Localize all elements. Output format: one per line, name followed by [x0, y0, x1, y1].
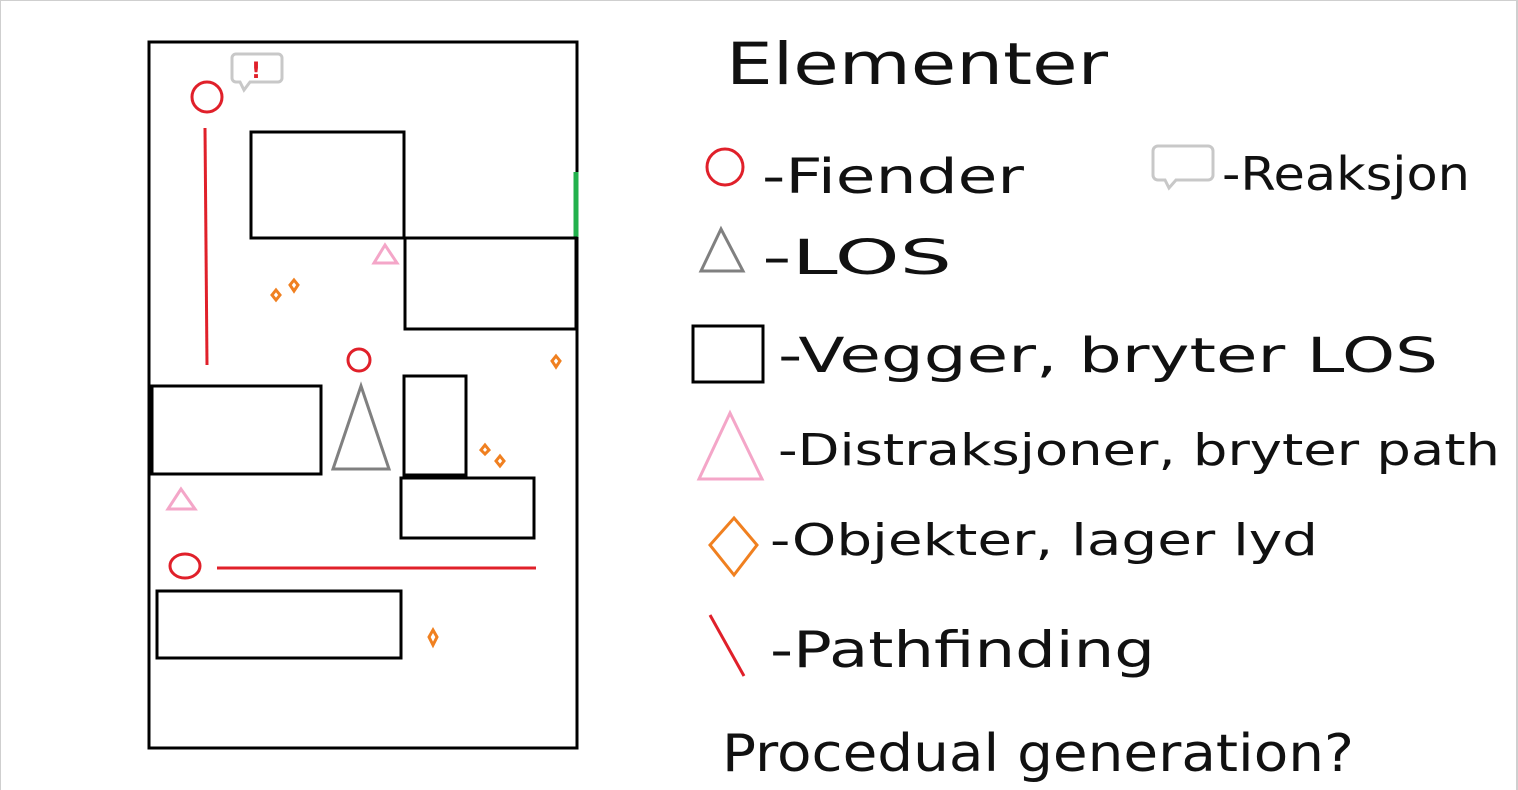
- speech-bubble-icon: [1151, 144, 1215, 191]
- object-diamond-icon: [708, 515, 759, 578]
- legend-label-los: -LOS: [762, 230, 952, 286]
- legend: Elementer -Fiender -Reaksjon -LOS -Vegge…: [691, 30, 1500, 784]
- wall-block: [155, 589, 403, 660]
- wall-block: [399, 476, 536, 540]
- object-diamond: [270, 287, 282, 303]
- pathfinding-line-icon: [708, 614, 746, 677]
- legend-label-reaction: -Reaksjon: [1222, 147, 1470, 201]
- reaction-bubble: !: [230, 52, 284, 93]
- legend-label-distraction: -Distraksjoner, bryter path: [778, 425, 1500, 476]
- los-triangle-icon: [698, 225, 746, 273]
- footer-note: Procedual generation?: [722, 724, 1354, 784]
- distraction-marker: [371, 242, 400, 265]
- window-left-edge: [0, 0, 1, 790]
- wall-square-icon: [691, 324, 765, 384]
- enemy-marker: [346, 347, 372, 373]
- wall-block: [402, 374, 468, 477]
- legend-label-pathfinding: -Pathfinding: [770, 621, 1155, 679]
- wall-block: [249, 130, 406, 240]
- pathfinding-line: [203, 127, 209, 366]
- object-diamond: [494, 453, 506, 469]
- legend-title: Elementer: [726, 30, 1108, 98]
- distraction-triangle-icon: [696, 409, 765, 481]
- los-cone: [330, 381, 392, 471]
- reaction-exclamation: !: [251, 59, 261, 84]
- object-markers: [270, 277, 562, 649]
- enemy-marker: [190, 80, 224, 114]
- level-map: !: [147, 40, 579, 750]
- window-right-edge: [1516, 0, 1518, 790]
- enemy-marker: [168, 552, 202, 580]
- distraction-marker: [165, 486, 198, 511]
- wall-block: [403, 236, 578, 331]
- legend-label-enemy: -Fiender: [762, 149, 1024, 205]
- map-border: [147, 40, 579, 750]
- legend-label-objects: -Objekter, lager lyd: [770, 515, 1318, 566]
- wall-block: [150, 384, 323, 476]
- object-diamond: [478, 442, 492, 457]
- object-diamond: [550, 353, 562, 370]
- object-diamond: [288, 277, 300, 294]
- window-top-edge: [0, 0, 1518, 1]
- object-diamond: [427, 626, 439, 649]
- enemy-icon: [705, 147, 745, 187]
- legend-label-walls: -Vegger, bryter LOS: [778, 328, 1438, 384]
